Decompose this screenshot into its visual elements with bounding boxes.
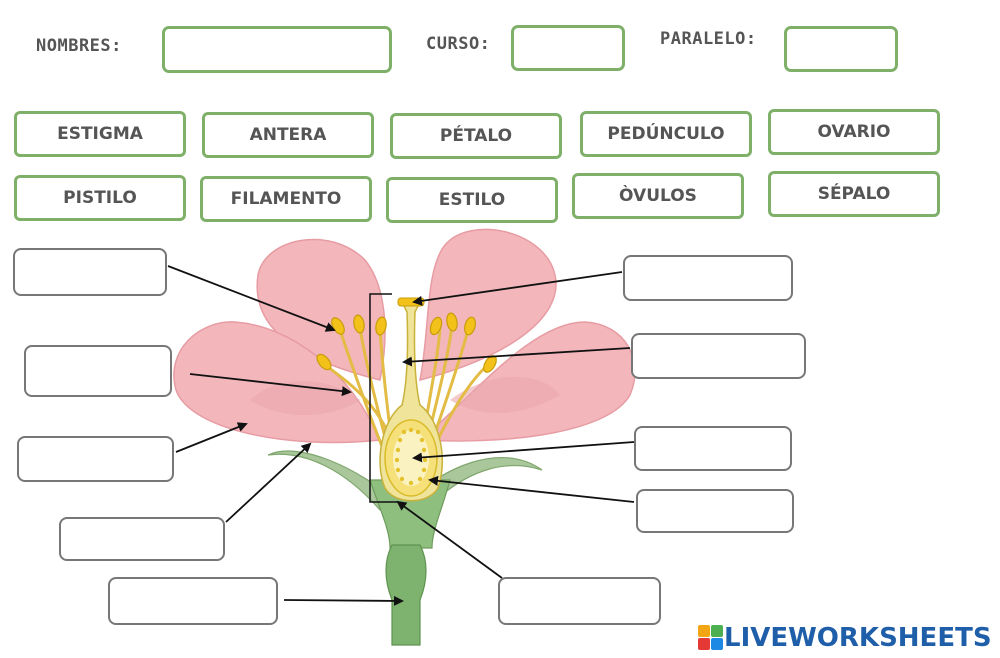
receptacle: [369, 479, 451, 549]
live-badge-icon: [698, 625, 723, 650]
word-chip-estilo[interactable]: ESTILO: [386, 177, 558, 223]
word-chip-filamento[interactable]: FILAMENTO: [200, 176, 372, 222]
curso-label: CURSO:: [426, 34, 491, 54]
pointer-arrows: [167, 265, 635, 606]
logo-text: LIVEWORKSHEETS: [724, 623, 992, 653]
pistil-bracket: [369, 293, 398, 503]
answer-box-right-3[interactable]: [634, 426, 792, 471]
word-chip-pistilo[interactable]: PISTILO: [14, 175, 186, 221]
answer-box-right-5[interactable]: [498, 577, 661, 625]
paralelo-field[interactable]: [784, 26, 898, 72]
nombres-field[interactable]: [162, 26, 392, 73]
answer-box-left-1[interactable]: [13, 248, 167, 296]
liveworksheets-logo: LIVEWORKSHEETS: [698, 623, 992, 653]
curso-field[interactable]: [511, 25, 625, 71]
answer-box-right-1[interactable]: [623, 255, 793, 301]
word-chip-ovulos[interactable]: ÒVULOS: [572, 173, 744, 219]
answer-box-left-2[interactable]: [24, 345, 172, 397]
peduncle: [385, 544, 427, 646]
word-chip-sepalo[interactable]: SÉPALO: [768, 171, 940, 217]
answer-box-left-4[interactable]: [59, 517, 225, 561]
anthers: [316, 312, 497, 373]
word-chip-petalo[interactable]: PÉTALO: [390, 113, 562, 159]
word-chip-estigma[interactable]: ESTIGMA: [14, 111, 186, 157]
petal-shade-right: [450, 376, 560, 413]
petal-back-right: [419, 228, 557, 382]
word-chip-ovario[interactable]: OVARIO: [768, 109, 940, 155]
word-chip-peduncle[interactable]: PEDÚNCULO: [580, 111, 752, 157]
paralelo-label: PARALELO:: [660, 29, 757, 49]
nombres-label: NOMBRES:: [36, 36, 122, 56]
answer-box-right-2[interactable]: [631, 333, 806, 379]
answer-box-left-3[interactable]: [17, 436, 174, 482]
word-chip-antera[interactable]: ANTERA: [202, 112, 374, 158]
ovules: [394, 427, 428, 486]
answer-box-right-4[interactable]: [636, 489, 794, 533]
answer-box-left-5[interactable]: [108, 577, 278, 625]
